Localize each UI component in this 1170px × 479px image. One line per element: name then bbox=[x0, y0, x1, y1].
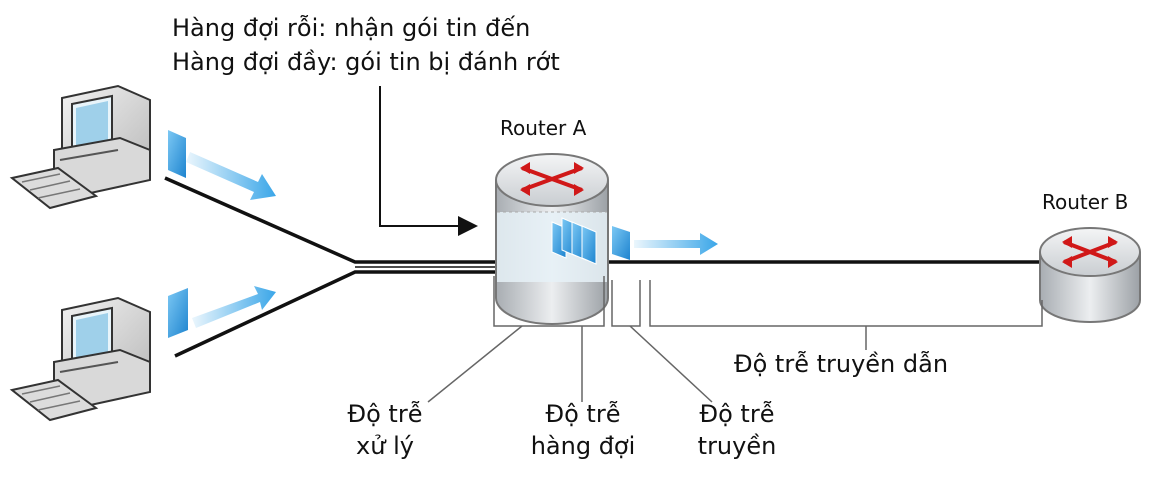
packet-icon bbox=[168, 130, 186, 178]
arrow-icon bbox=[192, 286, 276, 328]
processing-delay-line-1: Độ trễ bbox=[347, 400, 423, 428]
router-icon bbox=[1039, 227, 1141, 323]
transmission-delay-label: Độ trễ truyền bbox=[682, 398, 792, 462]
link-lines bbox=[164, 176, 1040, 358]
queuing-delay-line-2: hàng đợi bbox=[530, 432, 636, 460]
router-b-label: Router B bbox=[1042, 190, 1129, 214]
processing-delay-line-2: xử lý bbox=[356, 432, 414, 460]
packet-icon bbox=[551, 217, 597, 265]
arrow-icon bbox=[634, 233, 718, 255]
router-a-label: Router A bbox=[500, 116, 587, 140]
processing-delay-label: Độ trễ xử lý bbox=[330, 398, 440, 462]
leader-lines bbox=[427, 325, 867, 403]
packet-icon bbox=[168, 288, 188, 338]
transmission-delay-line-2: truyền bbox=[697, 432, 777, 460]
packet-icon bbox=[612, 226, 630, 260]
transmission-delay-line-1: Độ trễ bbox=[699, 400, 775, 428]
computer-icon bbox=[9, 296, 151, 422]
delay-brackets bbox=[493, 276, 1043, 327]
queuing-delay-line-1: Độ trễ bbox=[545, 400, 621, 428]
computer-icon bbox=[9, 84, 151, 210]
queuing-delay-label: Độ trễ hàng đợi bbox=[518, 398, 648, 462]
callout-arrow bbox=[379, 86, 478, 236]
annotation-line-2: Hàng đợi đầy: gói tin bị đánh rớt bbox=[172, 48, 560, 76]
annotation-line-1: Hàng đợi rỗi: nhận gói tin đến bbox=[172, 14, 531, 42]
arrow-icon bbox=[186, 152, 276, 200]
propagation-delay-label: Độ trễ truyền dẫn bbox=[734, 350, 949, 378]
